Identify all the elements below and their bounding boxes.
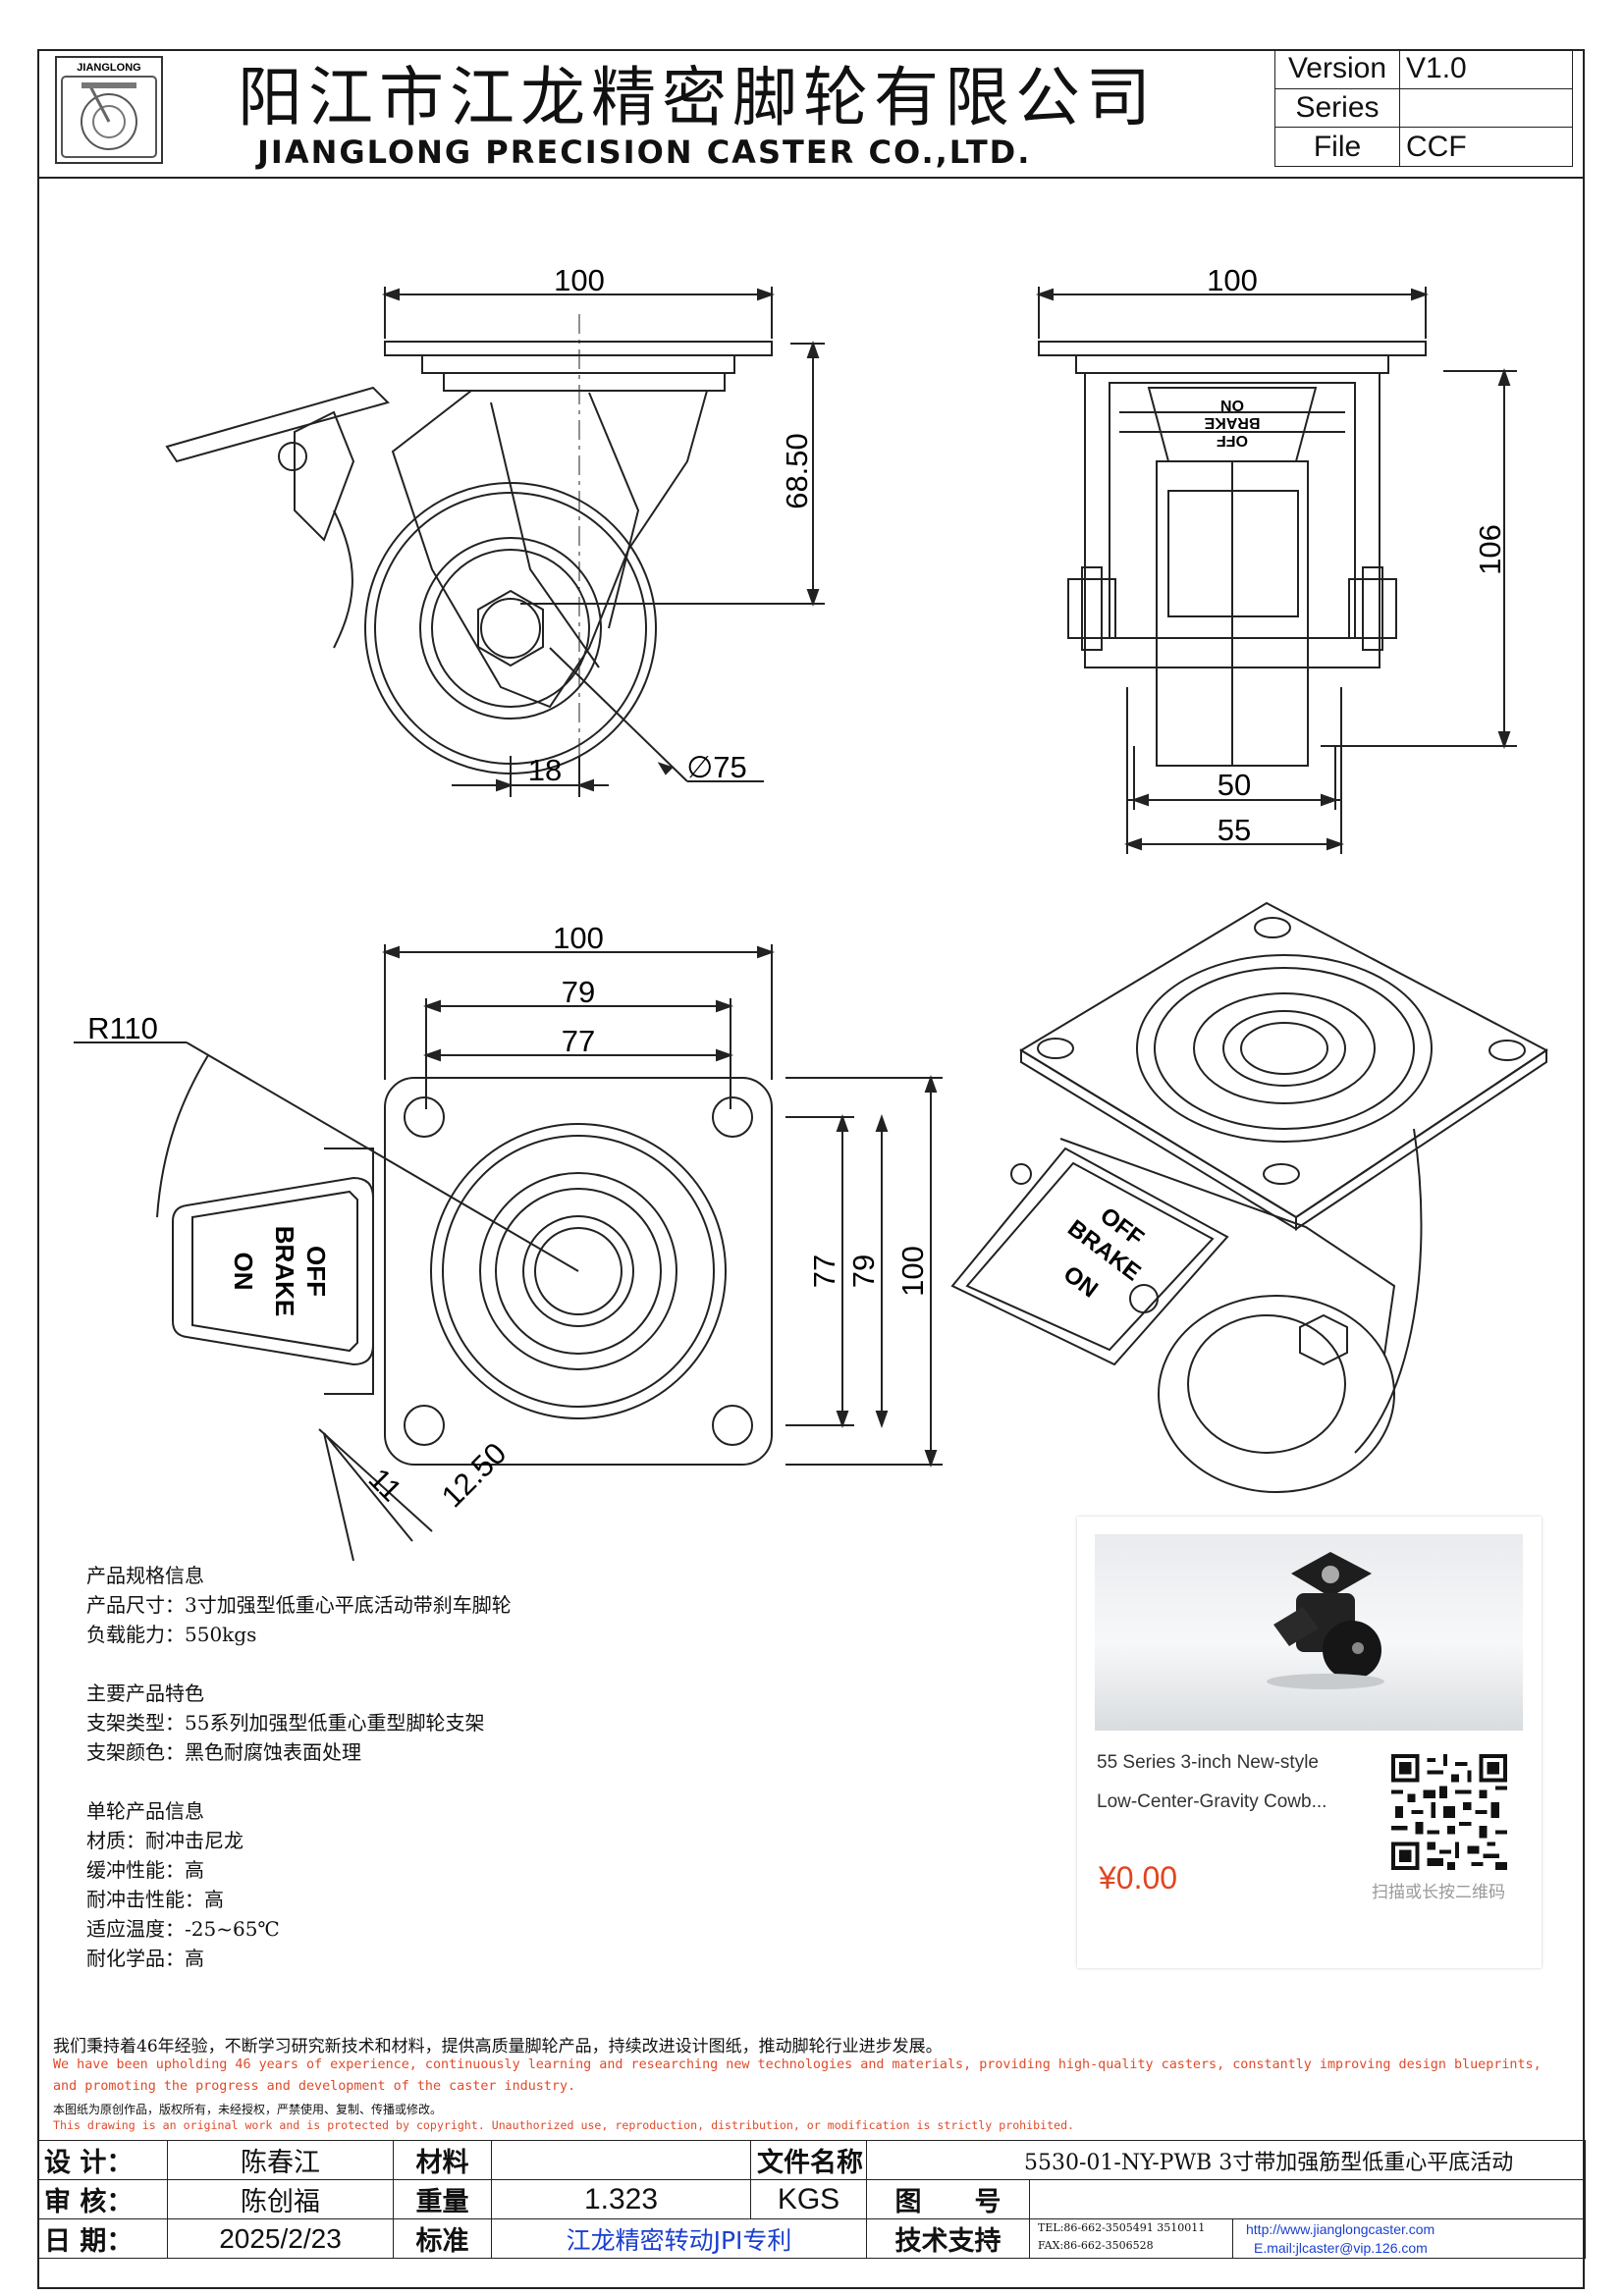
front-view-drawing: OFF BRAKE ON 100 106 50 55 bbox=[1036, 263, 1517, 854]
spec-line: 耐化学品：高 bbox=[86, 1947, 204, 1970]
dim-hole-width-inner: 77 bbox=[562, 1024, 595, 1058]
design-value: 陈春江 bbox=[167, 2140, 394, 2180]
contact-divider bbox=[1232, 2219, 1233, 2258]
material-label: 材料 bbox=[393, 2140, 492, 2180]
filename-label: 文件名称 bbox=[750, 2140, 867, 2180]
dim-hole-height: 79 bbox=[846, 1255, 881, 1288]
dim-wheel-width: 50 bbox=[1218, 768, 1251, 802]
dim-radius: R110 bbox=[87, 1011, 158, 1045]
spec-line: 支架颜色：黑色耐腐蚀表面处理 bbox=[86, 1740, 361, 1764]
side-view-drawing: 100 68.50 18 ∅75 bbox=[165, 263, 825, 797]
dim-front-height: 106 bbox=[1473, 524, 1507, 575]
front-brake-off: OFF bbox=[1217, 432, 1248, 449]
drawing-frame bbox=[37, 49, 1585, 2289]
review-label: 审 核： bbox=[37, 2179, 168, 2219]
review-value: 陈创福 bbox=[167, 2179, 394, 2219]
contact-website-link[interactable]: http://www.jianglongcaster.com bbox=[1246, 2221, 1435, 2237]
spec-line: 支架类型：55系列加强型低重心重型脚轮支架 bbox=[86, 1711, 485, 1735]
weight-label: 重量 bbox=[393, 2179, 492, 2219]
front-brake-label: BRAKE bbox=[1204, 414, 1260, 431]
company-name-en: JIANGLONG PRECISION CASTER CO.,LTD. bbox=[257, 133, 1032, 171]
iso-brake-on: ON bbox=[1058, 1260, 1103, 1303]
product-title-line1: 55 Series 3-inch New-style bbox=[1097, 1752, 1319, 1773]
spec-line: 单轮产品信息 bbox=[86, 1799, 204, 1823]
standard-label: 标准 bbox=[393, 2218, 492, 2259]
commitment-cn: 我们秉持着46年经验，不断学习研究新技术和材料，提供高质量脚轮产品，持续改进设计… bbox=[53, 2037, 943, 2056]
series-label: Series bbox=[1274, 87, 1400, 129]
spec-line: 耐冲击性能：高 bbox=[86, 1888, 224, 1911]
contact-email-link[interactable]: E.mail:jlcaster@vip.126.com bbox=[1254, 2240, 1428, 2256]
dim-fork-width: 55 bbox=[1218, 813, 1251, 847]
copyright-en: This drawing is an original work and is … bbox=[53, 2118, 1075, 2132]
front-brake-on: ON bbox=[1220, 397, 1244, 413]
product-price: ¥0.00 bbox=[1099, 1860, 1178, 1896]
spec-line: 主要产品特色 bbox=[86, 1682, 204, 1705]
commitment-en-line1: We have been upholding 46 years of exper… bbox=[53, 2057, 1542, 2072]
drawing-no-label: 图 号 bbox=[866, 2179, 1030, 2219]
spec-line bbox=[86, 1767, 512, 1796]
commitment-en-line2: and promoting the progress and developme… bbox=[53, 2079, 576, 2094]
top-brake-on: ON bbox=[229, 1253, 258, 1291]
dim-slot-length: 12.50 bbox=[435, 1436, 514, 1515]
material-value bbox=[491, 2140, 751, 2180]
logo-caster-icon: JIANGLONG bbox=[55, 56, 163, 164]
contact-tel: TEL:86-662-3505491 3510011 bbox=[1038, 2221, 1206, 2234]
date-value: 2025/2/23 bbox=[167, 2218, 394, 2259]
weight-unit: KGS bbox=[750, 2179, 867, 2219]
version-table: Version V1.0 Series File CCF bbox=[1274, 49, 1573, 167]
qr-code-icon bbox=[1391, 1754, 1507, 1870]
dim-hole-width: 79 bbox=[562, 975, 595, 1009]
title-block: 设 计： 陈春江 材料 文件名称 5530-01-NY-PWB 3寸带加强筋型低… bbox=[37, 2140, 1586, 2259]
dim-side-width: 100 bbox=[554, 263, 605, 297]
dim-plate-width: 100 bbox=[553, 921, 604, 955]
logo-text: JIANGLONG bbox=[77, 62, 140, 74]
file-label: File bbox=[1274, 127, 1400, 167]
series-value bbox=[1399, 87, 1573, 129]
company-logo: JIANGLONG bbox=[54, 55, 164, 165]
product-title-line2: Low-Center-Gravity Cowb... bbox=[1097, 1791, 1327, 1812]
product-card[interactable]: 55 Series 3-inch New-style Low-Center-Gr… bbox=[1077, 1517, 1542, 1968]
header-divider bbox=[37, 177, 1585, 179]
spec-line: 负载能力：550kgs bbox=[86, 1623, 257, 1646]
drawing-no-value bbox=[1029, 2179, 1586, 2219]
product-specs: 产品规格信息 产品尺寸：3寸加强型低重心平底活动带刹车脚轮 负载能力：550kg… bbox=[86, 1561, 512, 1973]
file-value: CCF bbox=[1399, 127, 1573, 167]
copyright-cn: 本图纸为原创作品，版权所有，未经授权，严禁使用、复制、传播或修改。 bbox=[53, 2103, 443, 2116]
spec-line: 产品规格信息 bbox=[86, 1564, 204, 1587]
isometric-view-drawing: OFF BRAKE ON bbox=[950, 901, 1548, 1493]
top-brake-off: OFF bbox=[301, 1246, 331, 1297]
contact-fax: FAX:86-662-3506528 bbox=[1038, 2239, 1154, 2252]
caster-photo-icon bbox=[1267, 1552, 1384, 1689]
spec-line: 适应温度：-25~65℃ bbox=[86, 1917, 280, 1941]
qr-hint: 扫描或长按二维码 bbox=[1372, 1883, 1505, 1902]
date-label: 日 期： bbox=[37, 2218, 168, 2259]
dim-plate-height: 100 bbox=[895, 1246, 930, 1297]
spec-line bbox=[86, 1649, 512, 1679]
product-photo bbox=[1095, 1534, 1523, 1731]
filename-value: 5530-01-NY-PWB 3寸带加强筋型低重心平底活动 bbox=[866, 2140, 1586, 2180]
dim-hole-height-inner: 77 bbox=[807, 1255, 841, 1288]
dim-front-width: 100 bbox=[1207, 263, 1258, 297]
dim-wheel-diameter: ∅75 bbox=[686, 750, 747, 784]
spec-line: 产品尺寸：3寸加强型低重心平底活动带刹车脚轮 bbox=[86, 1593, 512, 1617]
top-view-drawing: 100 79 77 77 79 100 R110 11 12.50 OFF BR… bbox=[74, 921, 943, 1561]
contact-cell: TEL:86-662-3505491 3510011 FAX:86-662-35… bbox=[1029, 2218, 1586, 2259]
version-label: Version bbox=[1274, 49, 1400, 89]
qr-code[interactable] bbox=[1391, 1754, 1507, 1870]
spec-line: 缓冲性能：高 bbox=[86, 1858, 204, 1882]
dim-offset: 18 bbox=[528, 753, 562, 787]
dim-slot-width: 11 bbox=[362, 1462, 409, 1509]
version-value: V1.0 bbox=[1399, 49, 1573, 89]
support-label: 技术支持 bbox=[866, 2218, 1030, 2259]
dim-side-height: 68.50 bbox=[780, 433, 814, 509]
spec-line: 材质：耐冲击尼龙 bbox=[86, 1829, 244, 1852]
company-name-cn: 阳江市江龙精密脚轮有限公司 bbox=[238, 60, 1157, 135]
design-label: 设 计： bbox=[37, 2140, 168, 2180]
standard-value: 江龙精密转动JPI专利 bbox=[491, 2218, 867, 2259]
weight-value: 1.323 bbox=[491, 2179, 751, 2219]
top-brake-label: BRAKE bbox=[270, 1226, 299, 1316]
